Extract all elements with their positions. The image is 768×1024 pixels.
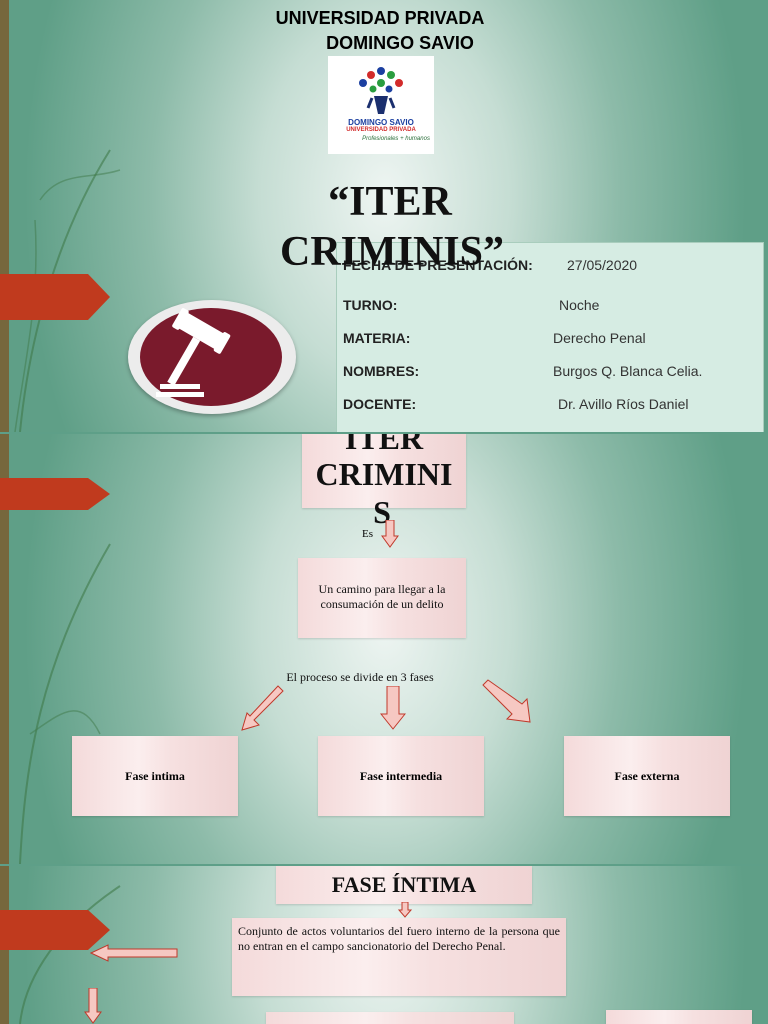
- gavel-icon: [156, 308, 231, 397]
- phase-label-1: Fase intima: [125, 769, 185, 783]
- phase-label-2: Fase intermedia: [359, 769, 443, 783]
- process-text: El proceso se divide en 3 fases: [286, 670, 434, 684]
- arrow-down-left-icon: [241, 685, 284, 731]
- phase-box-1: Fase intima: [72, 736, 238, 816]
- info-value-docente: Dr. Avillo Ríos Daniel: [558, 396, 689, 412]
- slide3-title: FASE ÍNTIMA: [331, 872, 477, 897]
- university-logo: DOMINGO SAVIO UNIVERSIDAD PRIVADA Profes…: [328, 56, 434, 154]
- vine-decoration: [14, 149, 121, 432]
- left-stripe: [0, 0, 9, 432]
- university-name-line1: UNIVERSIDAD PRIVADA: [275, 8, 485, 28]
- phase-box-2: Fase intermedia: [318, 736, 484, 816]
- title-line2: CRIMINIS”: [279, 229, 505, 275]
- arrow-down-icon: [381, 520, 399, 548]
- info-panel: FECHA DE PRESENTACIÓN: 27/05/2020 TURNO:…: [336, 242, 764, 432]
- info-row-date: FECHA DE PRESENTACIÓN:: [343, 257, 533, 273]
- slide2-title-line2: CRIMINI: [315, 456, 453, 492]
- slide-overview: ITER CRIMINI S Es Un camino para llegar …: [0, 434, 768, 864]
- info-value-materia: Derecho Penal: [553, 330, 646, 346]
- info-row-turno: TURNO:: [343, 297, 397, 313]
- slide-cover: UNIVERSIDAD PRIVADA DOMINGO SAVIO DOMING…: [0, 0, 768, 432]
- info-label-materia: MATERIA:: [343, 330, 411, 346]
- red-tab-marker: [0, 478, 110, 510]
- info-label-nombres: NOMBRES:: [343, 363, 420, 379]
- logo-text-3: Profesionales + humanos: [362, 136, 430, 142]
- slide2-title-box: [302, 434, 466, 508]
- red-tab-marker: [0, 274, 110, 320]
- title-line1: “ITER: [328, 179, 452, 225]
- gavel-badge: [128, 300, 296, 414]
- slide2-title-line1: ITER: [344, 434, 424, 456]
- info-row-materia: MATERIA:: [343, 330, 410, 346]
- arrow-down-right-icon: [482, 679, 531, 723]
- arrow-down-icon: [398, 902, 412, 918]
- definition-text: Un camino para llegar a la consumación d…: [318, 582, 446, 611]
- logo-text-1: DOMINGO SAVIO: [348, 118, 414, 127]
- info-label-docente: DOCENTE:: [343, 396, 417, 412]
- info-label-date: FECHA DE PRESENTACIÓN:: [343, 257, 533, 273]
- slide3-title-box: FASE ÍNTIMA: [276, 866, 532, 904]
- slide-fase-intima: FASE ÍNTIMA Conjunto de actos voluntario…: [0, 866, 768, 1024]
- vine-decoration: [19, 885, 121, 1024]
- arrow-left-icon: [90, 944, 178, 962]
- arrow-down-center-icon: [380, 686, 406, 730]
- info-value-date: 27/05/2020: [567, 257, 638, 273]
- slide2-title-line3: S: [373, 494, 391, 524]
- logo-icon: [359, 67, 403, 114]
- logo-text-2: UNIVERSIDAD PRIVADA: [346, 127, 416, 133]
- info-row-nombres: NOMBRES:: [343, 363, 419, 379]
- info-row-docente: DOCENTE:: [343, 396, 416, 412]
- side-box-partial: [606, 1010, 752, 1024]
- vine-decoration: [19, 543, 111, 864]
- left-stripe: [0, 434, 9, 864]
- definition-box: Un camino para llegar a la consumación d…: [298, 558, 466, 638]
- description-text: Conjunto de actos voluntarios del fuero …: [238, 924, 560, 953]
- es-label: Es: [362, 528, 373, 540]
- university-name-line2: DOMINGO SAVIO: [326, 33, 474, 53]
- phase-label-3: Fase externa: [614, 769, 680, 783]
- info-value-turno: Noche: [559, 297, 600, 313]
- info-value-nombres: Burgos Q. Blanca Celia.: [553, 363, 703, 379]
- red-tab-marker: [0, 910, 110, 950]
- phase-box-3: Fase externa: [564, 736, 730, 816]
- arrow-down-small-icon: [84, 988, 102, 1024]
- info-label-turno: TURNO:: [343, 297, 398, 313]
- description-box: Conjunto de actos voluntarios del fuero …: [232, 918, 566, 996]
- next-box-partial: [266, 1012, 514, 1024]
